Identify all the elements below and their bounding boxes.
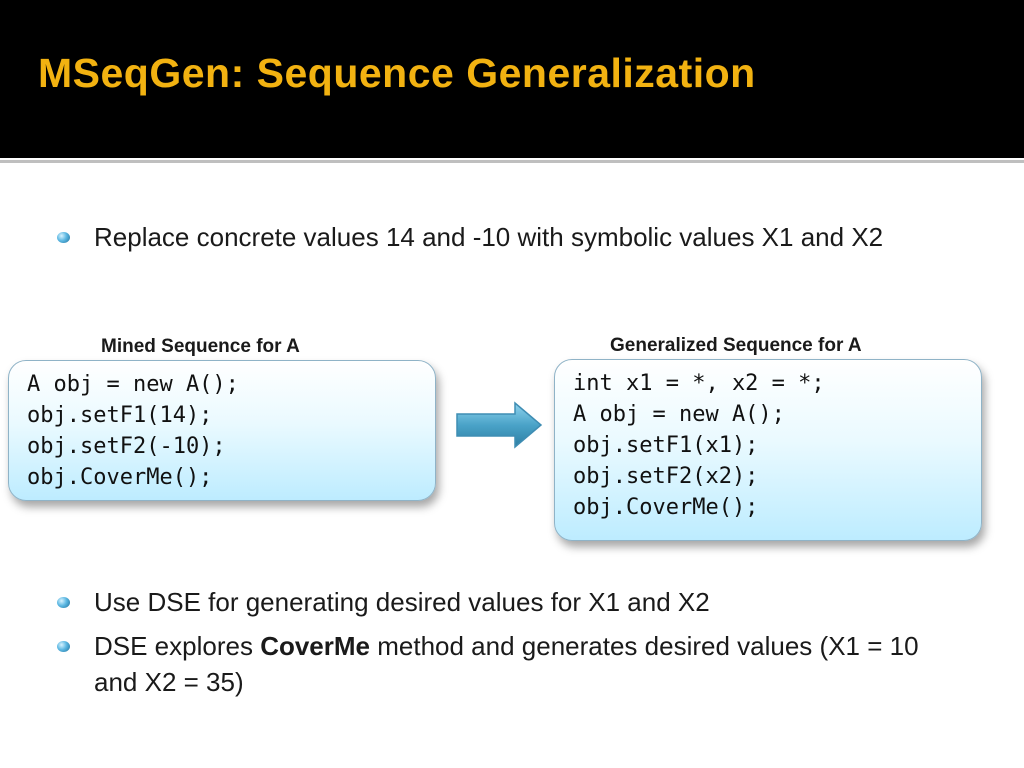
bullet-item: Use DSE for generating desired values fo…: [57, 584, 937, 620]
code-line: obj.CoverMe();: [573, 495, 759, 520]
code-line: int x1 = *, x2 = *;: [573, 371, 825, 396]
code-line: obj.setF1(14);: [27, 403, 213, 428]
bullet-icon: [57, 232, 70, 243]
bullet-text: DSE explores CoverMe method and generate…: [94, 631, 919, 697]
code-line: obj.setF2(x2);: [573, 464, 759, 489]
code-line: obj.CoverMe();: [27, 465, 213, 490]
generalized-sequence-box: int x1 = *, x2 = *; A obj = new A(); obj…: [554, 359, 982, 541]
bullet-item: Replace concrete values 14 and -10 with …: [57, 219, 937, 255]
generalized-sequence-caption: Generalized Sequence for A: [610, 335, 862, 356]
title-bar: [0, 0, 1024, 158]
bullet-text: Replace concrete values 14 and -10 with …: [94, 222, 884, 252]
bullet-icon: [57, 641, 70, 652]
slide-title: MSeqGen: Sequence Generalization: [38, 50, 756, 96]
code-line: A obj = new A();: [27, 372, 239, 397]
bullet-icon: [57, 597, 70, 608]
right-arrow-icon: [456, 401, 543, 449]
code-line: A obj = new A();: [573, 402, 785, 427]
mined-sequence-box: A obj = new A(); obj.setF1(14); obj.setF…: [8, 360, 436, 501]
title-divider: [0, 160, 1024, 163]
bullet-item: DSE explores CoverMe method and generate…: [57, 628, 937, 700]
method-name: CoverMe: [260, 631, 371, 661]
bullet-text: Use DSE for generating desired values fo…: [94, 587, 710, 617]
mined-sequence-caption: Mined Sequence for A: [101, 336, 300, 357]
code-line: obj.setF1(x1);: [573, 433, 759, 458]
code-line: obj.setF2(-10);: [27, 434, 226, 459]
